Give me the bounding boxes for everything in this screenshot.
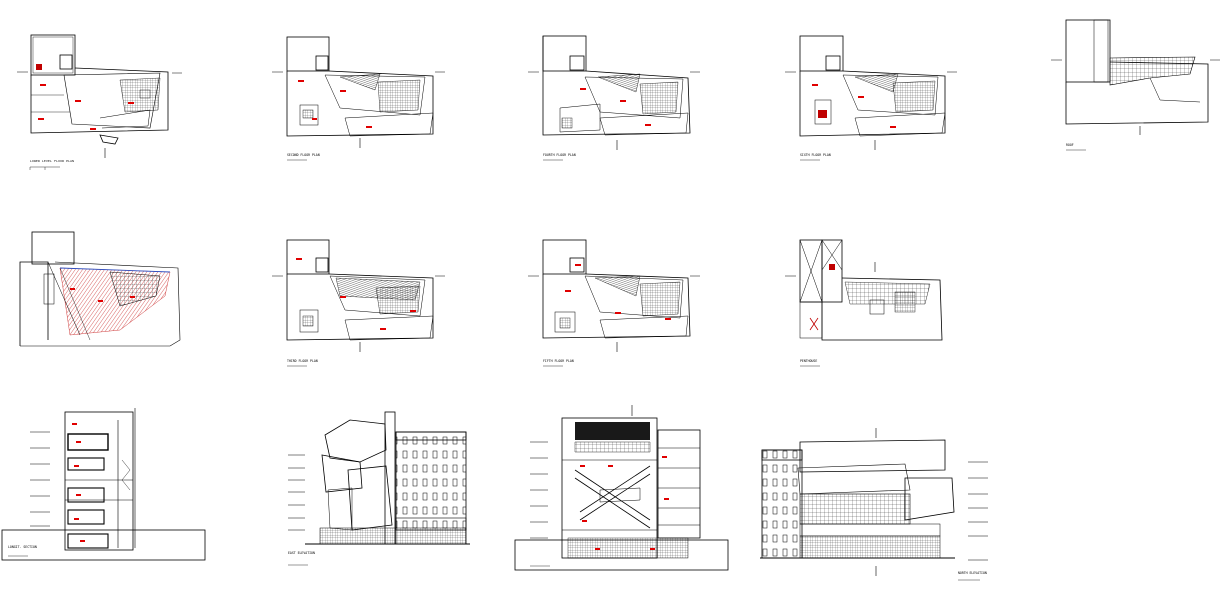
drawing-caption: EAST ELEVATION — [288, 551, 315, 555]
fourth-floor-plan — [528, 35, 700, 161]
drawing-caption: FIFTH FLOOR PLAN — [543, 359, 574, 363]
drawing-caption: THIRD FLOOR PLAN — [287, 359, 318, 363]
penthouse-plan — [785, 239, 943, 367]
cross-section — [514, 405, 729, 571]
drawing-caption: NORTH ELEVATION — [958, 571, 987, 575]
north-elevation — [760, 428, 988, 581]
sixth-floor-room-tags — [812, 84, 896, 128]
roof-plan — [1051, 19, 1220, 151]
second-floor-room-tags — [298, 80, 372, 128]
drawing-caption: SECOND FLOOR PLAN — [287, 153, 320, 157]
drawing-caption: ROOF — [1066, 143, 1074, 147]
fourth-floor-room-tags — [580, 88, 651, 126]
drawing-caption: FOURTH FLOOR PLAN — [543, 153, 576, 157]
fifth-floor-plan — [528, 239, 700, 367]
drawing-caption: SIXTH FLOOR PLAN — [800, 153, 831, 157]
longitudinal-section — [1, 408, 206, 561]
east-elevation — [288, 411, 470, 566]
fifth-floor-room-tags — [565, 264, 671, 320]
cross-section-tags — [580, 456, 669, 550]
lower-level-floor-plan — [17, 34, 182, 170]
ground-floor-room-tags — [70, 288, 135, 302]
lower-level-room-tags — [38, 84, 134, 130]
longitudinal-section-tags — [72, 423, 85, 542]
second-floor-plan — [272, 36, 445, 161]
drawing-caption: LONGIT. SECTION — [8, 545, 37, 549]
drawing-caption: PENTHOUSE — [800, 359, 817, 363]
third-floor-plan — [272, 239, 445, 367]
ground-floor-plan — [19, 231, 181, 347]
third-floor-room-tags — [296, 258, 416, 330]
sixth-floor-plan — [785, 35, 957, 161]
drawing-caption: LOWER LEVEL FLOOR PLAN — [30, 159, 74, 163]
